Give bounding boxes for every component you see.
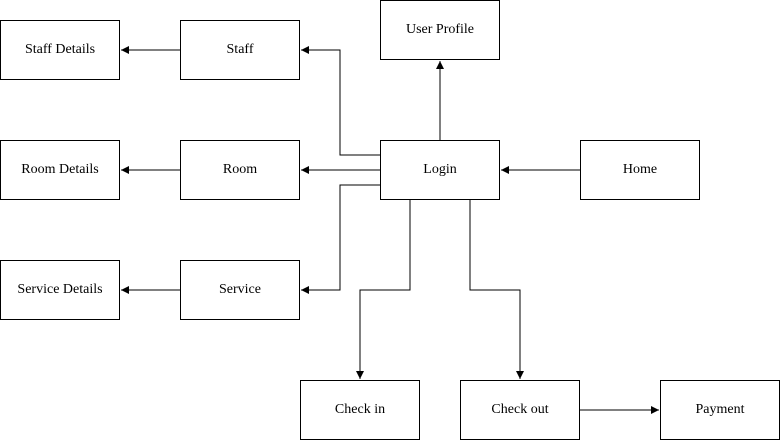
- node-home-label: Home: [622, 162, 658, 177]
- edge-login-to-service: [301, 184, 380, 294]
- node-user-profile[interactable]: User Profile: [380, 0, 500, 60]
- node-room-details[interactable]: Room Details: [0, 140, 120, 200]
- node-room[interactable]: Room: [180, 140, 300, 200]
- node-service-details[interactable]: Service Details: [0, 260, 120, 320]
- node-service[interactable]: Service: [180, 260, 300, 320]
- node-check-in[interactable]: Check in: [300, 380, 420, 440]
- node-home[interactable]: Home: [580, 140, 700, 200]
- node-staff-details-label: Staff Details: [24, 42, 96, 57]
- node-room-details-label: Room Details: [21, 162, 99, 177]
- edge-login-to-staff: [301, 46, 380, 156]
- node-login[interactable]: Login: [380, 140, 500, 200]
- node-check-out[interactable]: Check out: [460, 380, 580, 440]
- node-payment[interactable]: Payment: [660, 380, 780, 440]
- node-staff[interactable]: Staff: [180, 20, 300, 80]
- node-check-in-label: Check in: [334, 402, 386, 417]
- edge-login-to-check-out: [469, 200, 524, 379]
- node-login-label: Login: [423, 162, 457, 177]
- node-user-profile-label: User Profile: [405, 22, 475, 37]
- edge-login-to-check-in: [356, 200, 411, 379]
- node-staff-label: Staff: [226, 42, 254, 57]
- node-check-out-label: Check out: [491, 402, 549, 417]
- node-service-details-label: Service Details: [17, 282, 103, 297]
- node-room-label: Room: [222, 162, 258, 177]
- node-staff-details[interactable]: Staff Details: [0, 20, 120, 80]
- node-service-label: Service: [219, 282, 261, 297]
- node-payment-label: Payment: [695, 402, 745, 417]
